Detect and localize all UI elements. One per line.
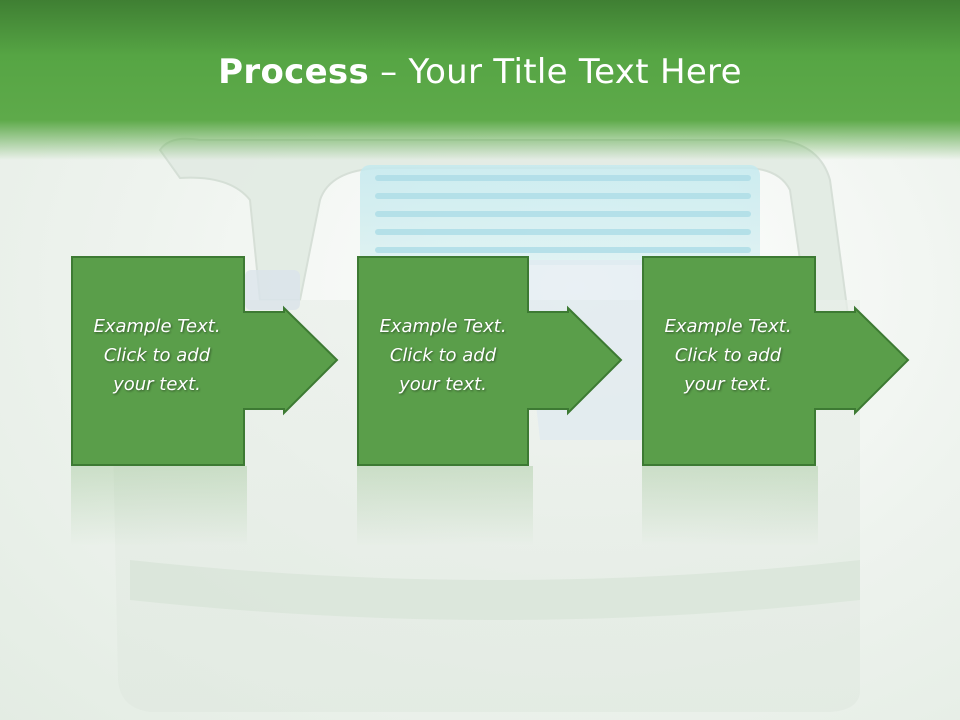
step-3-line-3: your text. xyxy=(684,374,772,395)
step-1-shape xyxy=(71,256,339,466)
step-3-line-1: Example Text. xyxy=(664,316,792,337)
step-1-line-3: your text. xyxy=(113,374,201,395)
step-2-shape xyxy=(357,256,623,466)
step-1-line-1: Example Text. xyxy=(93,316,221,337)
process-step-3[interactable]: Example Text. Click to add your text. xyxy=(642,256,910,466)
step-2-line-3: your text. xyxy=(399,374,487,395)
step-1-line-2: Click to add xyxy=(103,345,211,366)
step-3-reflection xyxy=(642,466,818,546)
step-2-text[interactable]: Example Text. Click to add your text. xyxy=(357,312,529,399)
step-3-shape xyxy=(642,256,910,466)
title-rest-part: – Your Title Text Here xyxy=(369,52,742,92)
step-2-reflection xyxy=(357,466,533,546)
process-step-1[interactable]: Example Text. Click to add your text. xyxy=(71,256,339,466)
slide-title[interactable]: Process – Your Title Text Here xyxy=(0,52,960,92)
step-2-line-1: Example Text. xyxy=(379,316,507,337)
title-bold-part: Process xyxy=(218,52,370,92)
step-3-text[interactable]: Example Text. Click to add your text. xyxy=(642,312,814,399)
step-2-line-2: Click to add xyxy=(389,345,497,366)
step-1-text[interactable]: Example Text. Click to add your text. xyxy=(71,312,243,399)
title-band xyxy=(0,0,960,160)
step-1-reflection xyxy=(71,466,247,546)
process-step-2[interactable]: Example Text. Click to add your text. xyxy=(357,256,623,466)
step-3-line-2: Click to add xyxy=(674,345,782,366)
